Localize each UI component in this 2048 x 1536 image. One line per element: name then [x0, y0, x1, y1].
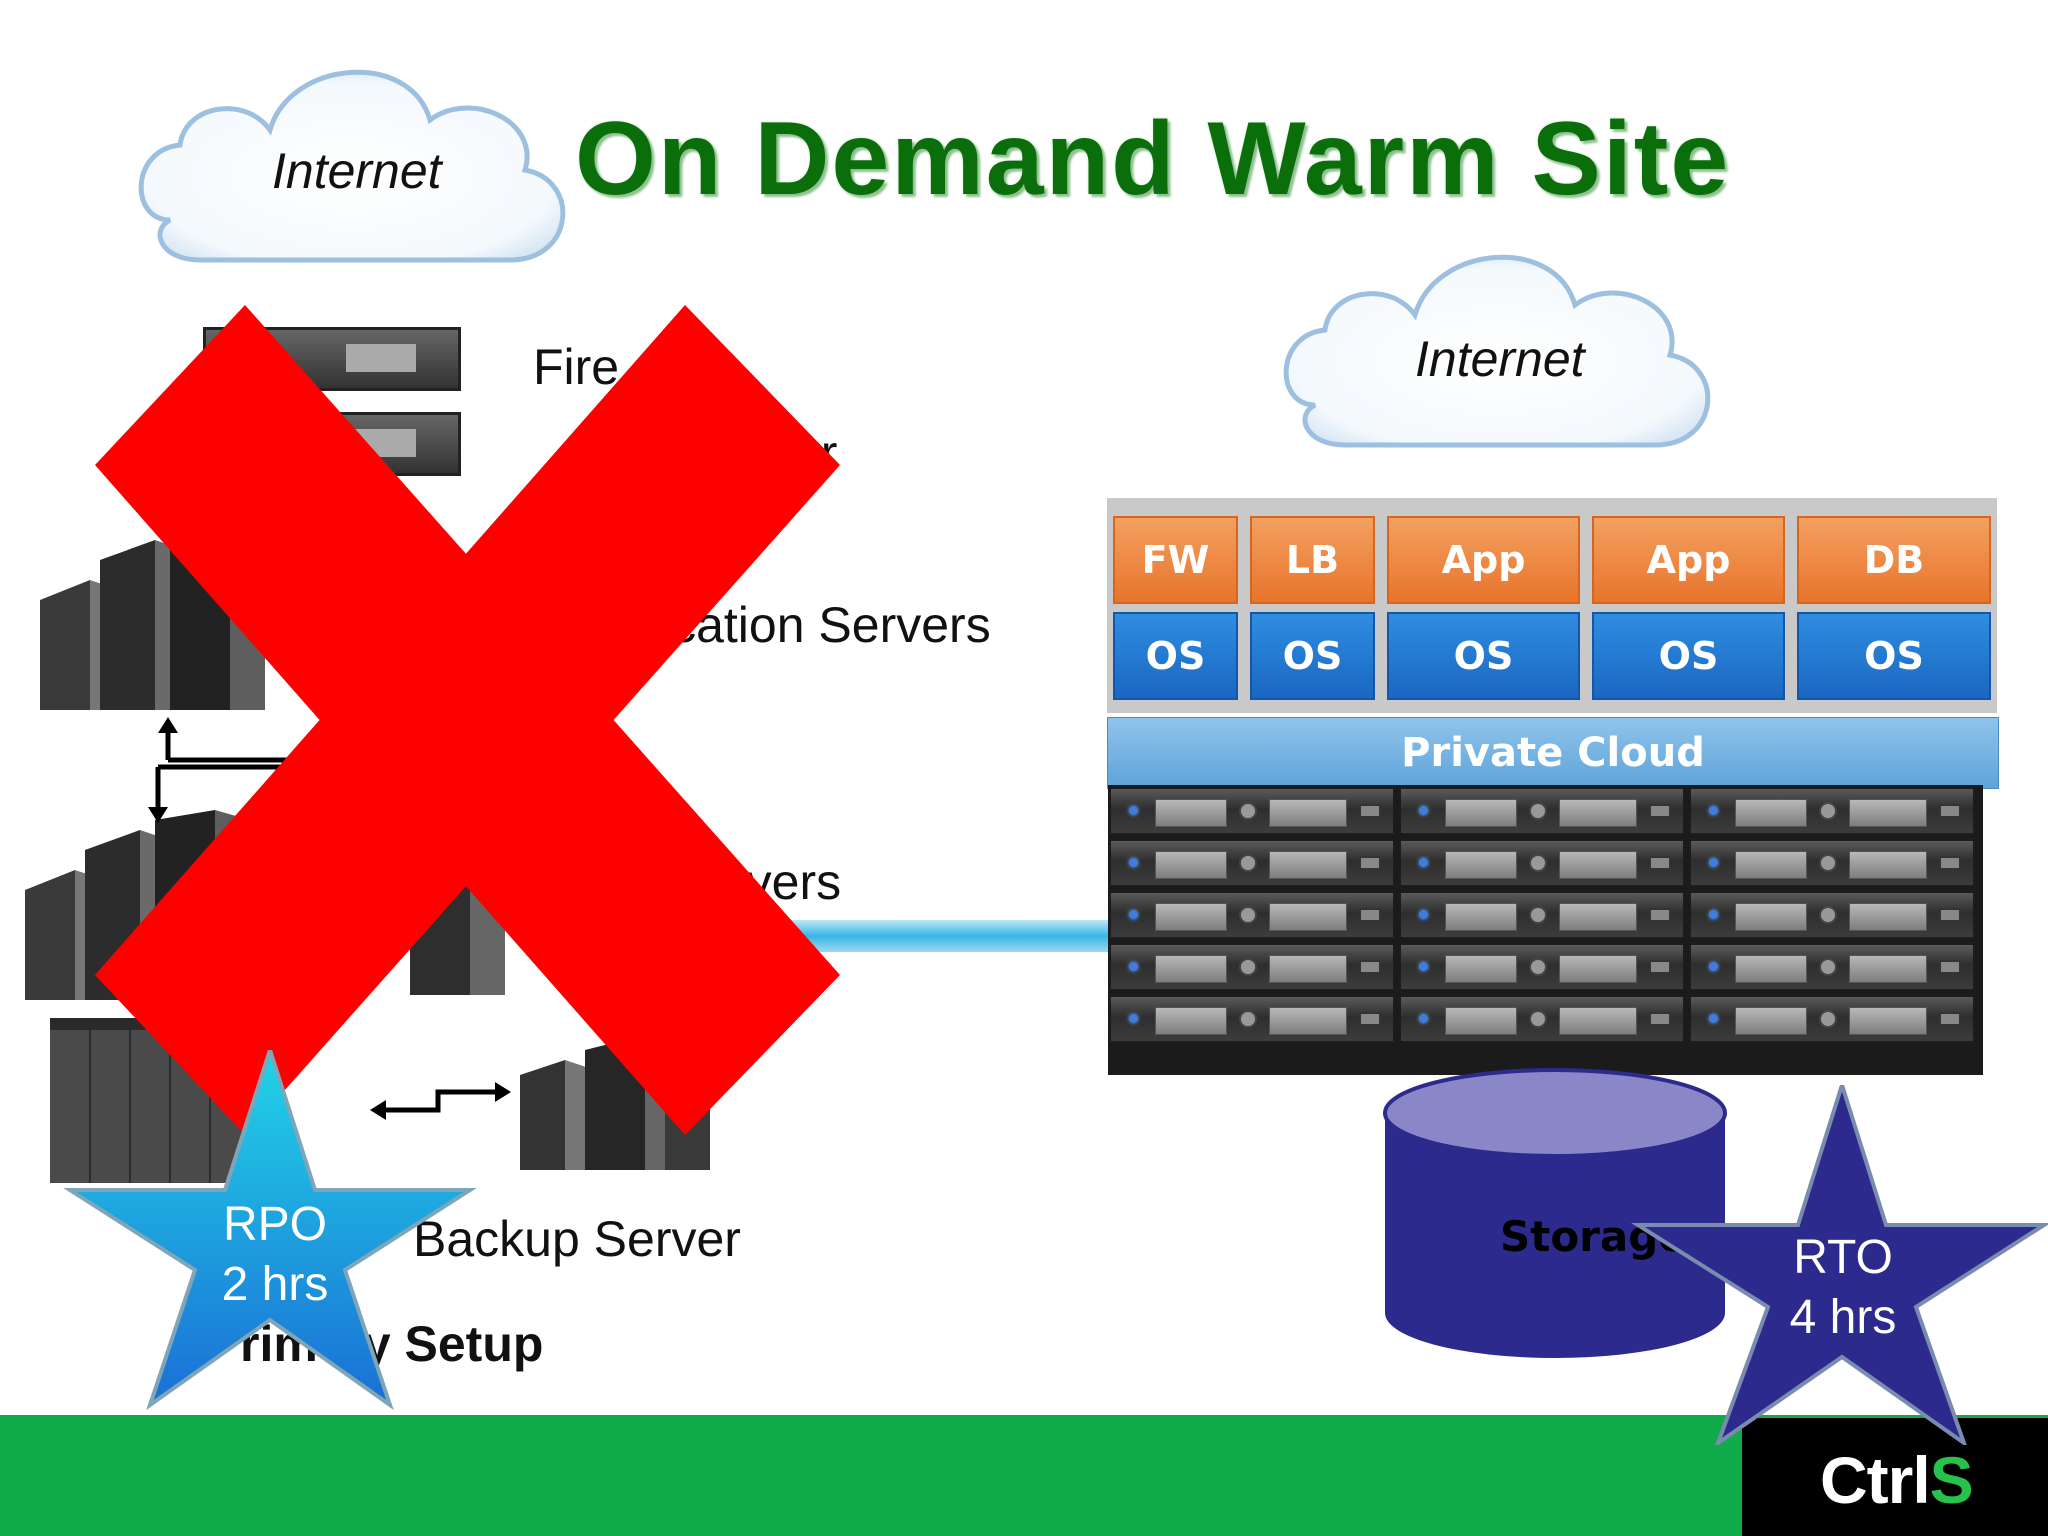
right-cloud-icon — [1283, 254, 1711, 448]
rack-server-unit — [1689, 839, 1975, 887]
rack-server-unit — [1689, 943, 1975, 991]
vm-app-box: FW — [1113, 516, 1238, 604]
rack-server-unit — [1399, 891, 1685, 939]
private-cloud-bar: Private Cloud — [1107, 717, 1999, 789]
server-rack-grid — [1108, 785, 1983, 1075]
footer-logo-box — [1742, 1418, 2048, 1536]
rack-server-unit — [1109, 787, 1395, 835]
backup-connector-arrow — [370, 1082, 511, 1120]
vm-os-box: OS — [1592, 612, 1785, 700]
right-cloud-label: Internet — [1415, 331, 1585, 387]
rto-star-icon — [1631, 1085, 2048, 1445]
rack-server-unit — [1109, 891, 1395, 939]
vm-app-box: LB — [1250, 516, 1375, 604]
rack-server-unit — [1109, 943, 1395, 991]
rpo-star-icon — [63, 1050, 477, 1410]
storage-cylinder-icon — [1383, 1068, 1727, 1358]
firewall-label: Fire — [533, 339, 620, 395]
rack-server-unit — [1689, 891, 1975, 939]
rto-star-label: RTO 4 hrs — [1789, 1231, 1897, 1344]
rack-server-unit — [1399, 995, 1685, 1043]
ctrls-logo: CtrlS — [1820, 1443, 1974, 1517]
vm-os-box: OS — [1113, 612, 1238, 700]
vm-column: FW OS — [1107, 498, 1247, 713]
vm-column: App OS — [1381, 498, 1589, 713]
footer-bar — [0, 1415, 2048, 1536]
slide-title: On Demand Warm Site — [575, 101, 1731, 217]
rpo-star-label: RPO 2 hrs — [221, 1198, 329, 1311]
rack-server-unit — [1399, 839, 1685, 887]
rack-server-unit — [1689, 787, 1975, 835]
rack-server-unit — [1109, 839, 1395, 887]
backup-server-label: Backup Server — [413, 1211, 741, 1267]
left-cloud-label: Internet — [272, 143, 442, 199]
rack-server-unit — [1399, 943, 1685, 991]
vm-os-box: OS — [1387, 612, 1580, 700]
vm-column: LB OS — [1244, 498, 1384, 713]
application-servers-label: ication Servers — [660, 597, 991, 653]
vm-os-box: OS — [1797, 612, 1991, 700]
left-cloud-icon — [138, 69, 566, 263]
vm-app-box: App — [1592, 516, 1785, 604]
vm-column: DB OS — [1791, 498, 1997, 713]
rack-server-unit — [1109, 995, 1395, 1043]
vm-app-box: DB — [1797, 516, 1991, 604]
vm-column: App OS — [1586, 498, 1794, 713]
cross-out-x-icon — [95, 305, 840, 1135]
vm-app-box: App — [1387, 516, 1580, 604]
rack-server-unit — [1399, 787, 1685, 835]
vm-os-box: OS — [1250, 612, 1375, 700]
rack-server-unit — [1689, 995, 1975, 1043]
replication-link — [760, 920, 1110, 952]
